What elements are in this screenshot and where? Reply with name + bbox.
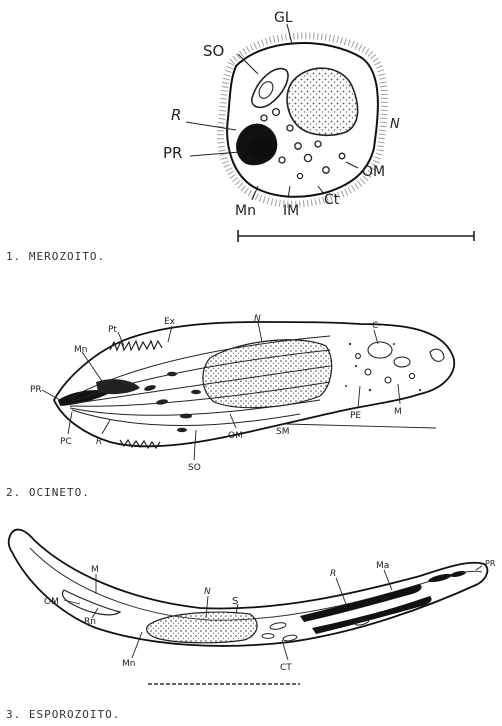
- ookinete-dots: [345, 343, 421, 391]
- ookinete-figure: Ex Pt N C Mn PR PC R SO OM SM PE M 2. OC…: [6, 314, 454, 499]
- label-pt: Pt: [108, 325, 117, 335]
- sporozoite-nucleus: [147, 612, 257, 643]
- merozoite-figure: GL SO R PR N OM Mn IM Ct 1. MEROZOITO.: [6, 10, 474, 263]
- label-r-2: R: [96, 437, 102, 447]
- label-so-2: SO: [188, 463, 201, 473]
- label-mn: Mn: [235, 203, 256, 219]
- sporozoite-mitochondrion: [62, 590, 120, 615]
- caption-sporozoite: 3. ESPOROZOITO.: [6, 708, 120, 721]
- label-sm: SM: [276, 427, 289, 437]
- label-n-3: N: [204, 587, 211, 597]
- label-pr-2: PR: [30, 385, 42, 395]
- label-gl: GL: [274, 10, 293, 26]
- label-ct-3: CT: [280, 663, 292, 673]
- label-im: IM: [283, 203, 299, 219]
- label-rn: Rn: [84, 617, 96, 627]
- label-ct: Ct: [324, 192, 340, 208]
- label-mn-3: Mn: [122, 659, 135, 669]
- label-m-3: M: [91, 565, 99, 575]
- sporozoite-leader-lines: [64, 566, 482, 660]
- label-pe: PE: [350, 411, 361, 421]
- merozoite-rhoptry-2: [248, 138, 276, 158]
- sporozoite-figure: M OM Rn Mn N S R Ma PR CT 3. ESPOROZOITO…: [6, 530, 496, 721]
- label-c: C: [372, 321, 378, 331]
- label-pr-3: PR: [485, 559, 496, 568]
- label-ma: Ma: [376, 561, 389, 571]
- ookinete-posterior-organelles: [356, 342, 444, 383]
- label-om: OM: [362, 164, 385, 180]
- label-r-3: R: [330, 569, 336, 579]
- merozoite-nucleus: [287, 68, 358, 135]
- label-n: N: [390, 117, 400, 132]
- label-m: M: [394, 407, 402, 417]
- merozoite-so-organelle: [252, 69, 288, 108]
- caption-ookinete: 2. OCINETO.: [6, 486, 90, 499]
- label-om-3: OM: [44, 597, 59, 607]
- scale-bar-1: [238, 230, 474, 242]
- label-mn-2: Mn: [74, 345, 87, 355]
- label-so: SO: [203, 42, 224, 60]
- label-ex: Ex: [164, 317, 176, 327]
- sporozoite-rhoptries: [300, 570, 466, 634]
- label-om-2: OM: [228, 431, 243, 441]
- label-pc: PC: [60, 437, 72, 447]
- label-n-2: N: [254, 314, 261, 324]
- label-r: R: [171, 106, 181, 124]
- label-s: S: [232, 596, 238, 607]
- caption-merozoite: 1. MEROZOITO.: [6, 250, 105, 263]
- label-pr: PR: [163, 144, 182, 162]
